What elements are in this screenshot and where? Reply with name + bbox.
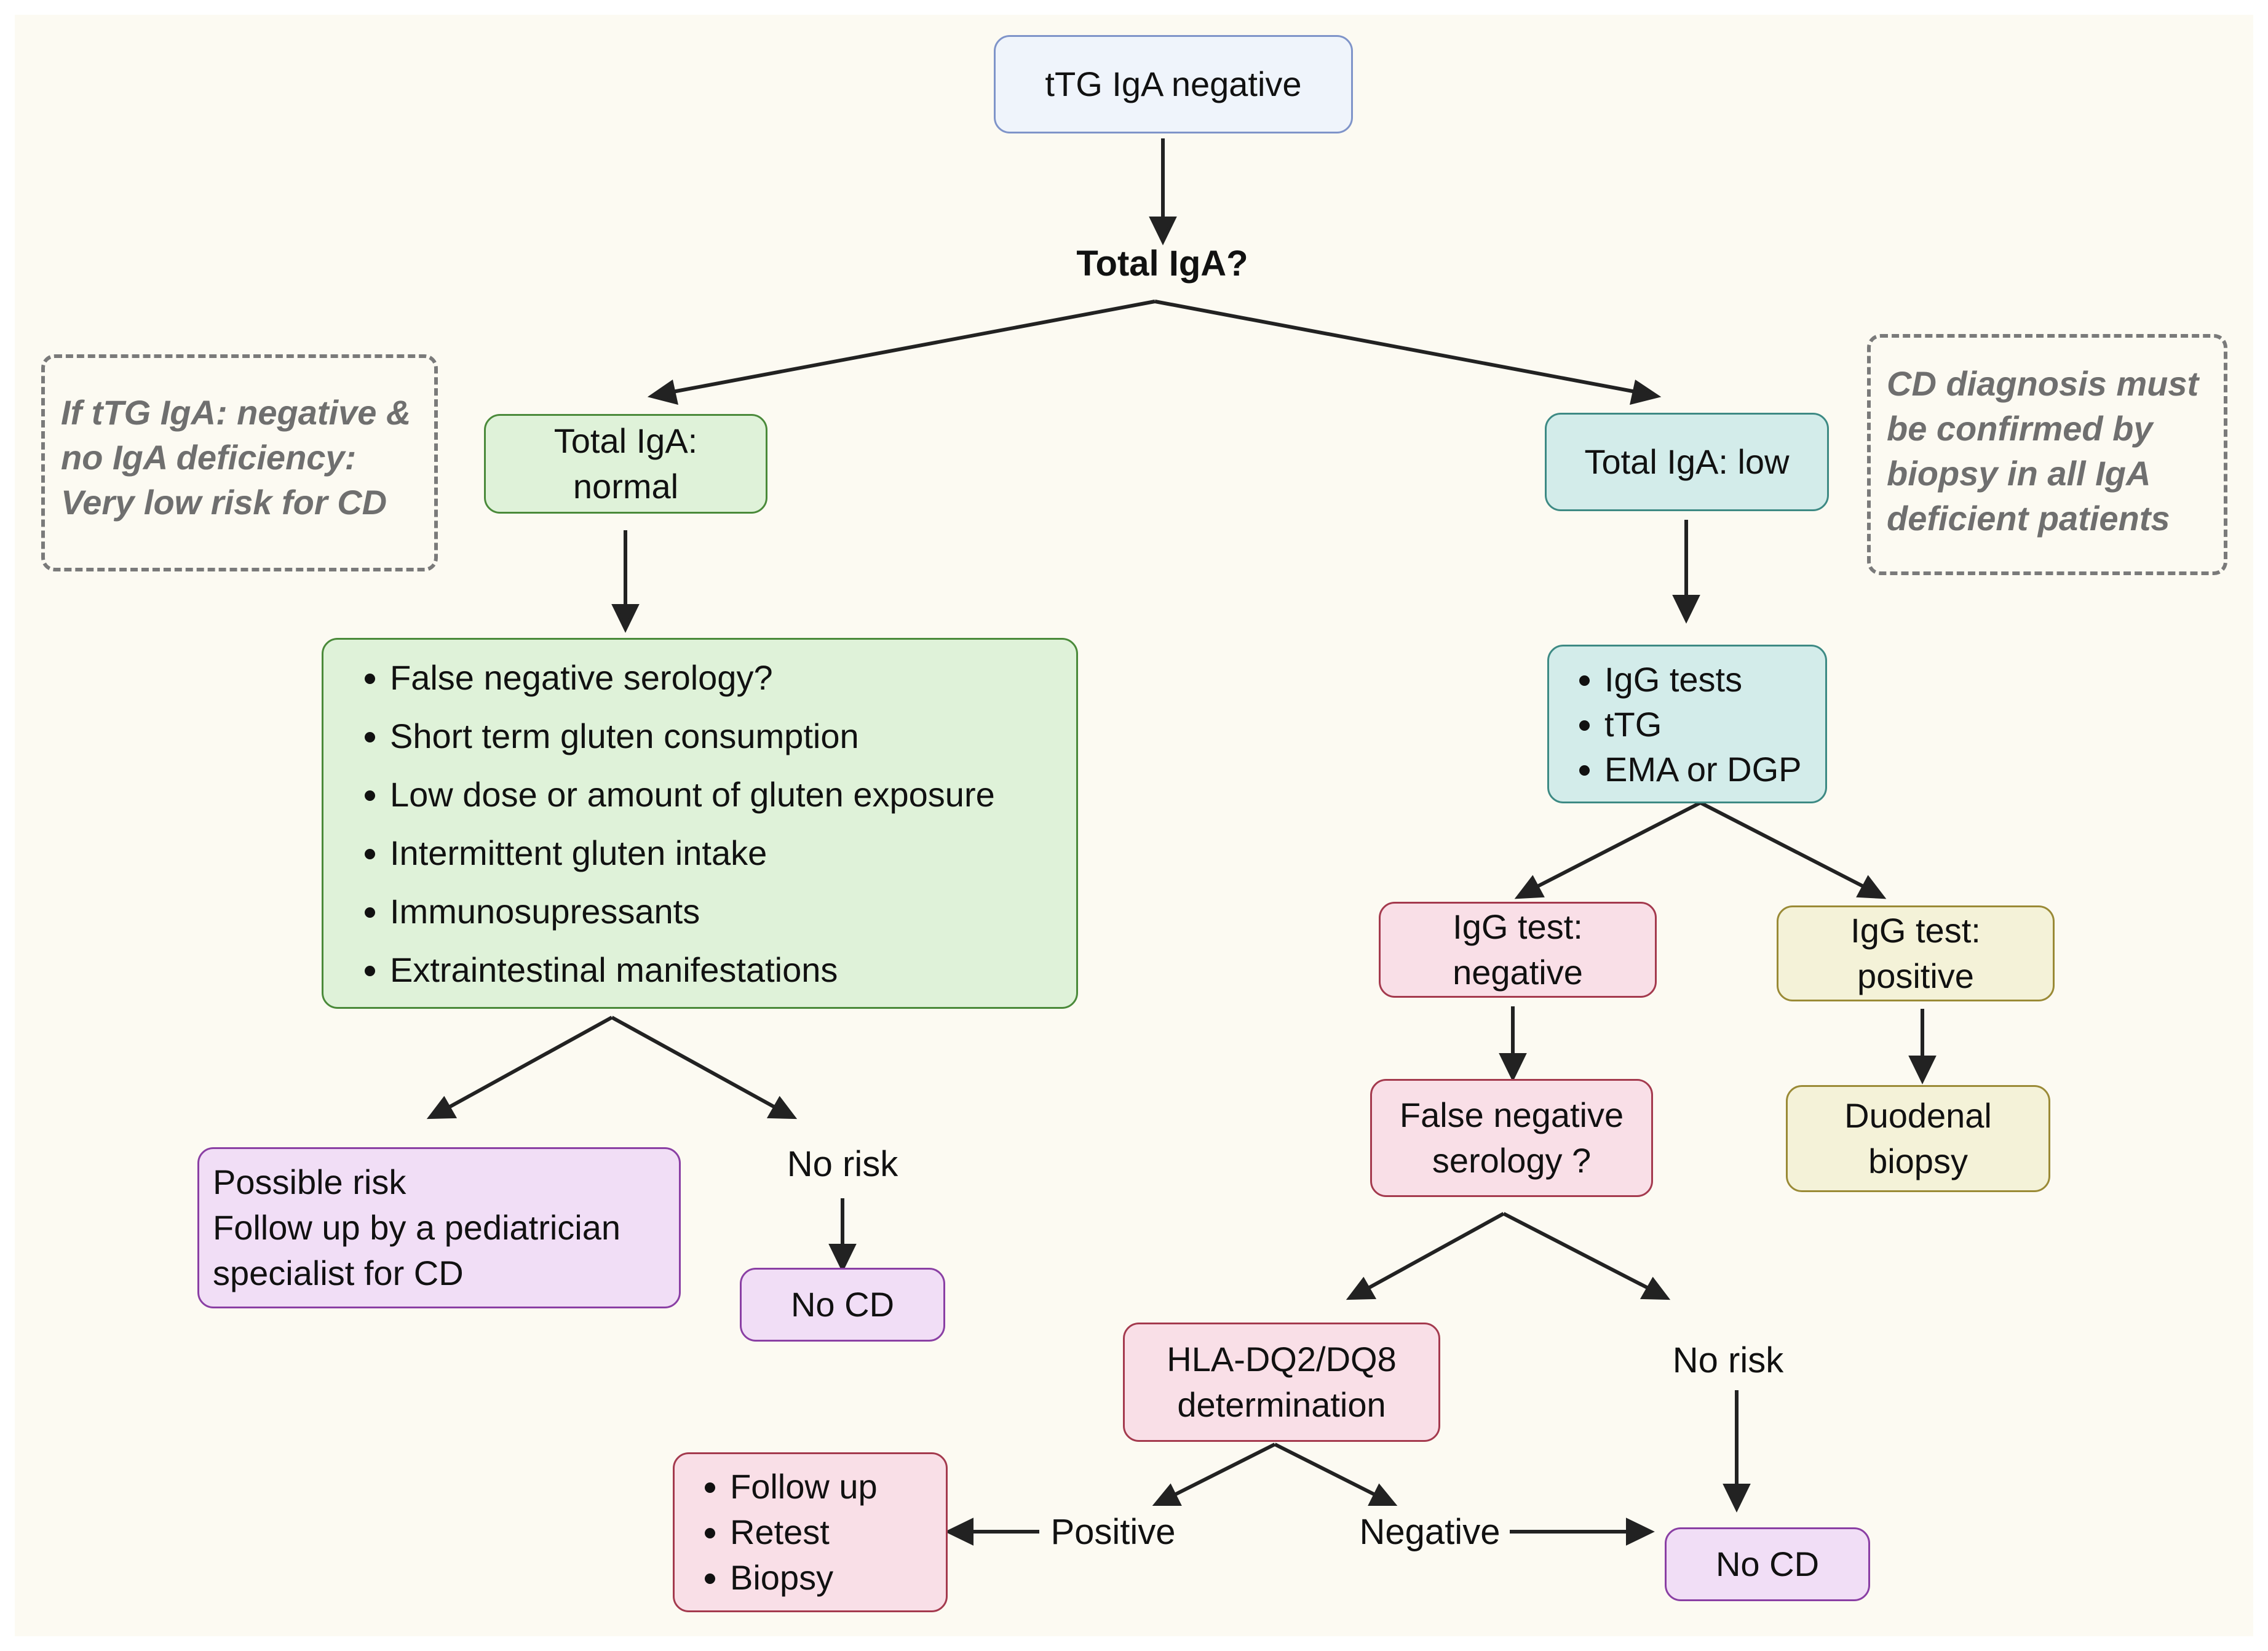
node-no-cd-right-label: No CD: [1715, 1545, 1820, 1583]
follow-up-list: Follow up Retest Biopsy: [675, 1464, 878, 1601]
note-right: CD diagnosis must be confirmed by biopsy…: [1867, 334, 2227, 575]
follow-up-item: Retest: [730, 1510, 878, 1555]
arrow-low-to-igg-head: [1672, 595, 1700, 624]
node-possible-risk: Possible risk Follow up by a pediatricia…: [197, 1147, 681, 1308]
igg-tests-item: IgG tests: [1604, 657, 1802, 702]
node-hla-determination: HLA-DQ2/DQ8 determination: [1123, 1323, 1440, 1442]
question-total-iga: Total IgA?: [1076, 244, 1248, 284]
node-igg-tests: IgG tests tTG EMA or DGP: [1547, 645, 1827, 803]
node-total-iga-low: Total IgA: low: [1545, 413, 1829, 511]
node-igg-test-negative-label: IgG test: negative: [1453, 907, 1583, 992]
arrow-igg-to-positive-head: [1856, 875, 1887, 899]
node-possible-risk-label: Possible risk Follow up by a pediatricia…: [213, 1163, 621, 1292]
label-positive: Positive: [1050, 1512, 1176, 1552]
arrow-igg-to-negative-head: [1514, 875, 1545, 899]
considerations-item: Intermittent gluten intake: [390, 824, 995, 882]
arrow-considerations-to-no-risk-head: [766, 1096, 798, 1120]
arrow-normal-to-considerations-head: [611, 604, 640, 633]
label-no-risk-right: No risk: [1672, 1340, 1784, 1380]
label-no-risk-left: No risk: [787, 1144, 898, 1184]
node-duodenal-biopsy-label: Duodenal biopsy: [1844, 1096, 1992, 1180]
node-total-iga-low-label: Total IgA: low: [1584, 442, 1790, 481]
arrow-considerations-to-no-risk: [611, 1016, 776, 1109]
arrow-igg-negative-to-false-negative-head: [1499, 1053, 1527, 1082]
arrow-no-risk-to-no-cd-head: [828, 1244, 857, 1273]
arrow-igg-to-positive: [1699, 801, 1865, 888]
follow-up-item: Follow up: [730, 1464, 878, 1510]
node-no-cd-right: No CD: [1665, 1527, 1870, 1601]
node-hla-determination-label: HLA-DQ2/DQ8 determination: [1167, 1340, 1397, 1424]
arrow-hla-to-negative-head: [1368, 1483, 1398, 1506]
arrow-start-to-question-head: [1149, 217, 1177, 245]
arrow-considerations-to-possible-risk: [448, 1016, 613, 1109]
note-left: If tTG IgA: negative & no IgA deficiency…: [41, 354, 438, 571]
node-follow-up-list: Follow up Retest Biopsy: [673, 1452, 948, 1612]
node-no-cd-left: No CD: [740, 1268, 945, 1342]
considerations-item: Low dose or amount of gluten exposure: [390, 765, 995, 824]
node-igg-test-positive: IgG test: positive: [1777, 905, 2055, 1001]
considerations-item: Immunosupressants: [390, 882, 995, 941]
arrow-igg-positive-to-biopsy-head: [1908, 1056, 1937, 1084]
igg-tests-item: tTG: [1604, 702, 1802, 747]
node-false-negative-serology: False negative serology ?: [1370, 1079, 1653, 1197]
arrow-false-negative-to-no-risk-head: [1640, 1276, 1671, 1300]
arrow-positive-to-followup-head: [945, 1518, 973, 1546]
arrow-hla-to-positive: [1173, 1442, 1276, 1497]
label-negative: Negative: [1359, 1512, 1501, 1552]
arrow-false-negative-to-no-risk: [1502, 1212, 1649, 1290]
considerations-list: False negative serology? Short term glut…: [323, 648, 995, 999]
node-total-iga-normal: Total IgA: normal: [484, 414, 767, 514]
node-false-negative-serology-label: False negative serology ?: [1399, 1096, 1624, 1180]
node-total-iga-normal-label: Total IgA: normal: [553, 421, 698, 506]
arrow-hla-to-positive-head: [1152, 1483, 1182, 1506]
arrow-no-risk-to-no-cd-right-head: [1723, 1484, 1751, 1513]
arrow-false-negative-to-hla-head: [1346, 1276, 1377, 1300]
node-duodenal-biopsy: Duodenal biopsy: [1786, 1085, 2050, 1192]
node-igg-test-negative: IgG test: negative: [1379, 902, 1657, 998]
igg-tests-item: EMA or DGP: [1604, 747, 1802, 792]
arrow-question-to-low: [1154, 300, 1636, 394]
arrow-question-to-low-head: [1630, 380, 1662, 405]
node-igg-test-positive-label: IgG test: positive: [1850, 911, 1981, 995]
node-ttg-iga-negative: tTG IgA negative: [994, 35, 1353, 133]
igg-tests-list: IgG tests tTG EMA or DGP: [1549, 657, 1802, 792]
considerations-item: Extraintestinal manifestations: [390, 941, 995, 999]
arrow-considerations-to-possible-risk-head: [426, 1096, 458, 1120]
arrow-hla-to-negative: [1274, 1442, 1376, 1497]
arrow-question-to-normal: [672, 300, 1156, 394]
follow-up-item: Biopsy: [730, 1555, 878, 1601]
node-considerations-list: False negative serology? Short term glut…: [322, 638, 1078, 1009]
arrow-question-to-normal-head: [647, 380, 678, 405]
arrow-igg-to-negative: [1536, 801, 1702, 888]
considerations-item: False negative serology?: [390, 648, 995, 707]
arrow-false-negative-to-hla: [1367, 1212, 1505, 1290]
considerations-item: Short term gluten consumption: [390, 707, 995, 765]
arrow-negative-to-no-cd-head: [1626, 1518, 1655, 1546]
node-ttg-iga-negative-label: tTG IgA negative: [1045, 65, 1302, 103]
node-no-cd-left-label: No CD: [790, 1285, 895, 1324]
